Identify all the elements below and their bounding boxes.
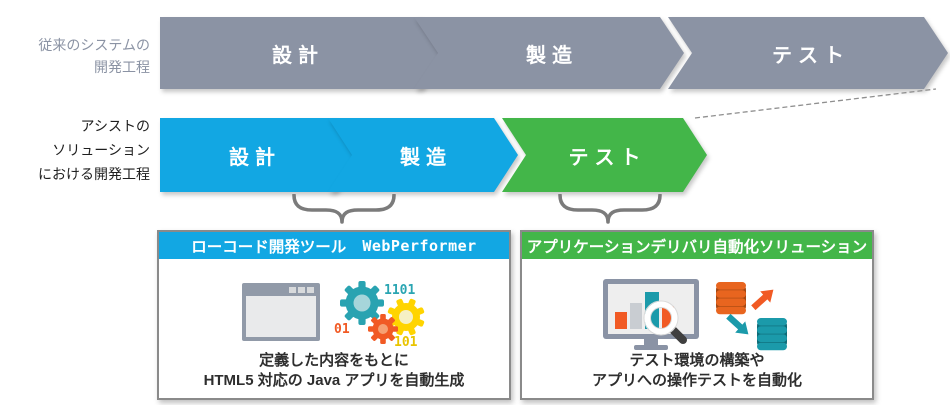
legacy-step-design-label: 設計	[272, 44, 324, 67]
legacy-step-build-label: 製造	[526, 44, 578, 67]
assist-step-design-label: 設計	[229, 146, 281, 169]
teal-gear	[340, 281, 384, 325]
binary-01: 01	[334, 322, 350, 337]
webperformer-box: ローコード開発ツール WebPerformer	[157, 230, 511, 400]
delivery-automation-box: アプリケーションデリバリ自動化ソリューション	[520, 230, 874, 400]
assist-step-test-label: テスト	[568, 146, 647, 169]
webperformer-caption-line1: 定義した内容をもとに	[259, 352, 409, 369]
assist-step-test: テスト	[502, 118, 707, 192]
assist-process-label-line2: ソリューション	[52, 142, 150, 158]
orange-up-arrow-icon	[751, 289, 774, 311]
delivery-header-label: アプリケーションデリバリ自動化ソリューション	[526, 238, 868, 256]
orange-gear	[368, 314, 398, 344]
test-compression-dashed-line	[694, 88, 937, 119]
webperformer-box-header: ローコード開発ツール WebPerformer	[159, 232, 509, 259]
webperformer-icons: 1101 01 101	[159, 278, 509, 348]
browser-window-icon	[242, 283, 320, 341]
brace-test	[558, 194, 662, 224]
binary-101: 101	[394, 335, 418, 348]
assist-process-label-line1: アシストの	[80, 118, 150, 134]
brace-design-build	[292, 194, 396, 224]
assist-process-label: アシストの ソリューション における開発工程	[0, 114, 150, 186]
legacy-step-build: 製造	[414, 17, 684, 89]
webperformer-product-name: WebPerformer	[362, 236, 477, 255]
assist-step-build-label: 製造	[400, 146, 452, 169]
monitor-chart-magnifier-icon	[603, 278, 699, 350]
assist-step-design: 設計	[160, 118, 344, 192]
assist-process-label-line3: における開発工程	[38, 166, 150, 182]
code-generation-gears-icon: 1101 01 101	[334, 281, 425, 348]
delivery-caption-line1: テスト環境の構築や	[629, 352, 765, 369]
legacy-process-label-line1: 従来のシステムの	[38, 37, 150, 53]
assist-step-build: 製造	[328, 118, 518, 192]
delivery-box-header: アプリケーションデリバリ自動化ソリューション	[522, 232, 872, 259]
legacy-step-design: 設計	[160, 17, 430, 89]
teal-database-icon	[757, 318, 787, 351]
delivery-caption: テスト環境の構築や アプリへの操作テストを自動化	[522, 351, 872, 391]
legacy-process-label-line2: 開発工程	[94, 59, 150, 75]
delivery-icons	[522, 278, 872, 352]
delivery-caption-line2: アプリへの操作テストを自動化	[591, 372, 802, 389]
webperformer-caption-line2: HTML5 対応の Java アプリを自動生成	[203, 372, 465, 389]
webperformer-header-label: ローコード開発ツール	[191, 238, 347, 256]
legacy-process-arrows: 設計 製造 テスト	[160, 17, 948, 89]
orange-database-icon	[716, 282, 746, 315]
legacy-step-test: テスト	[668, 17, 948, 89]
database-sync-icon	[716, 282, 787, 351]
assist-process-arrows: 設計 製造 テスト	[160, 118, 720, 192]
webperformer-caption: 定義した内容をもとに HTML5 対応の Java アプリを自動生成	[159, 351, 509, 391]
legacy-process-label: 従来のシステムの 開発工程	[0, 34, 150, 78]
teal-down-arrow-icon	[726, 313, 749, 335]
magnifier-icon	[643, 300, 687, 344]
binary-1101: 1101	[384, 283, 415, 298]
legacy-step-test-label: テスト	[772, 44, 850, 67]
